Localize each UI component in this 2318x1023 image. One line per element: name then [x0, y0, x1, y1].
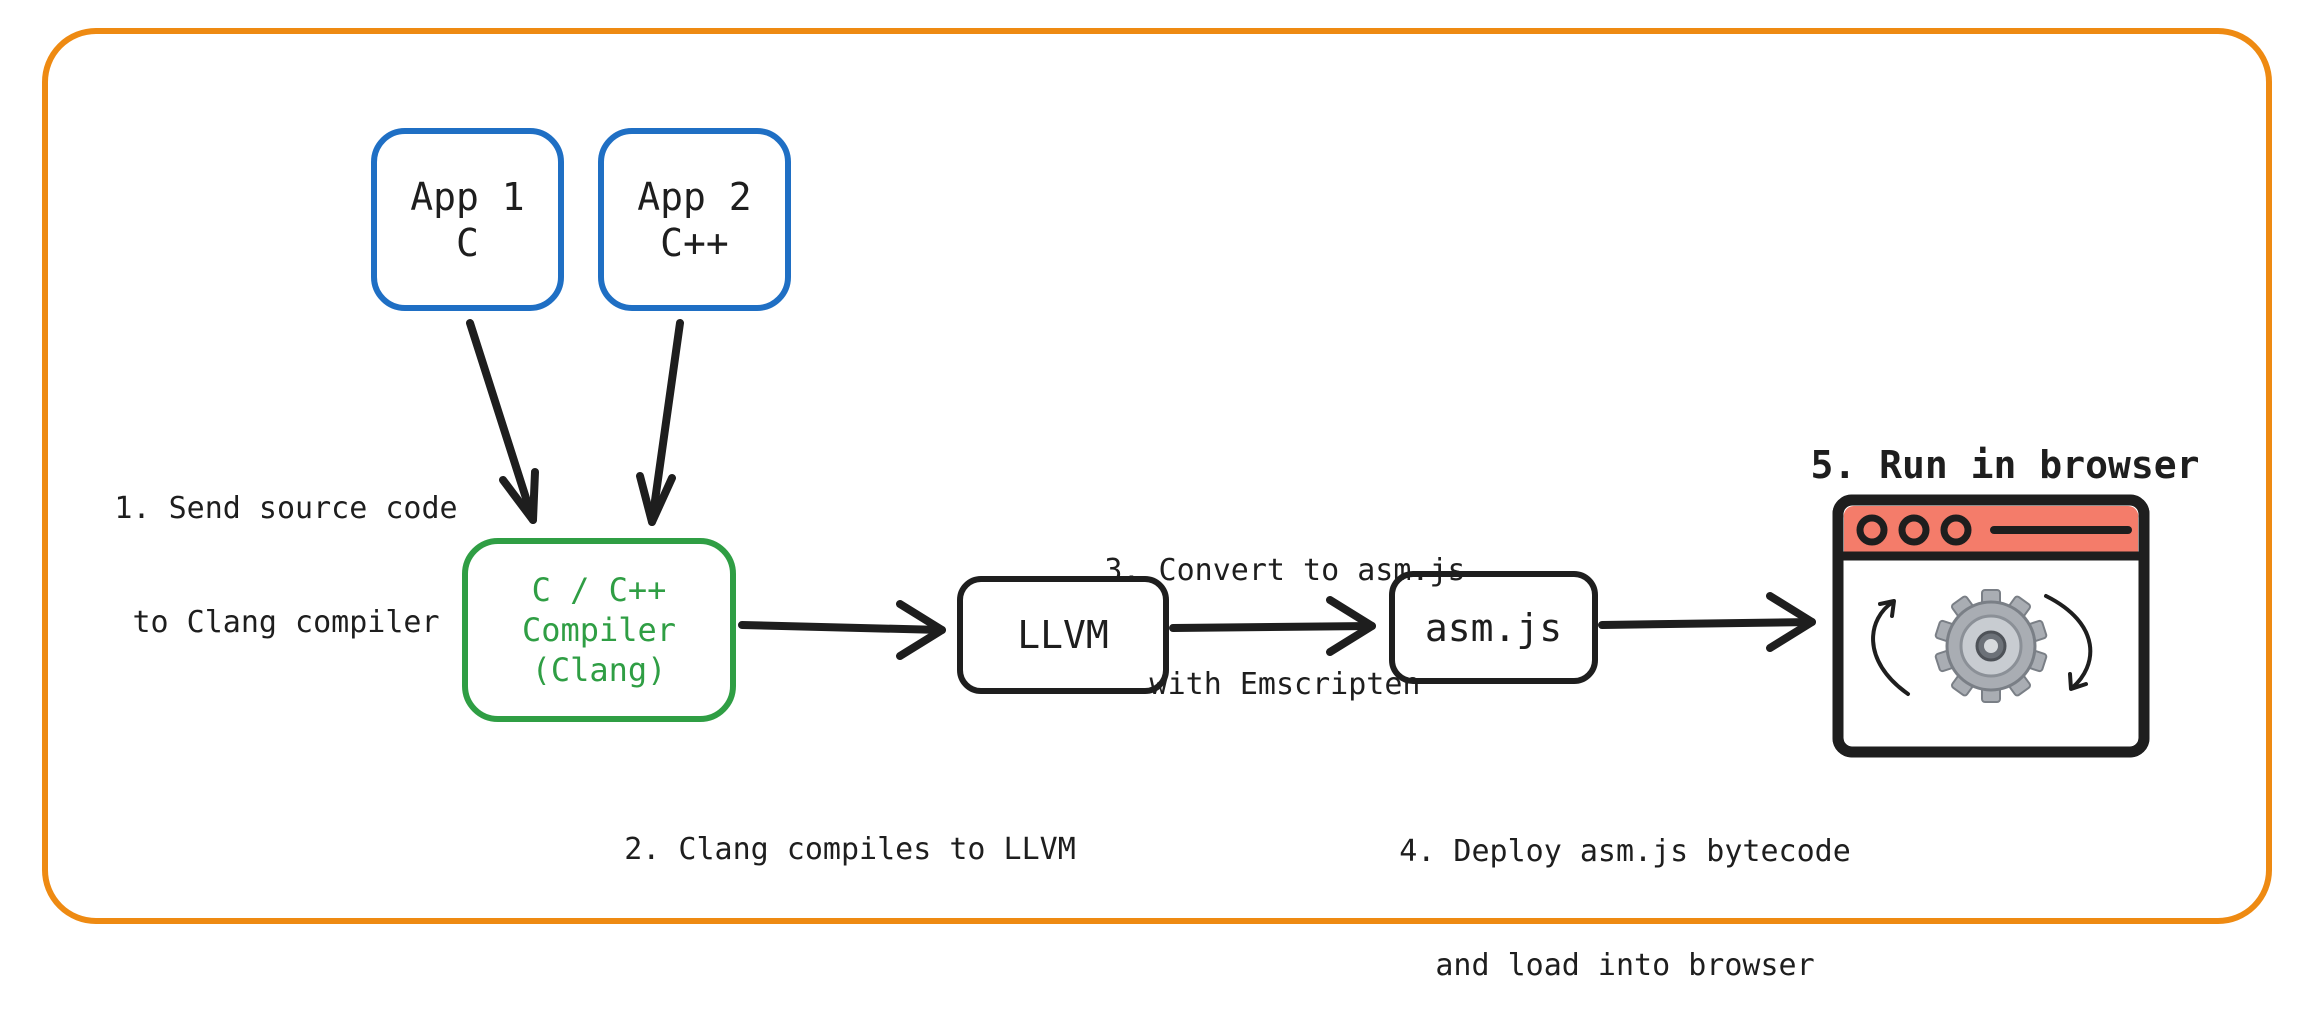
compiler-node: C / C++ Compiler (Clang)	[462, 538, 736, 722]
llvm-node: LLVM	[957, 576, 1169, 694]
step5-label: 5. Run in browser	[1790, 370, 2220, 522]
step4-line1: 4. Deploy asm.js bytecode	[1399, 834, 1851, 869]
rotate-arrow-left-icon	[1871, 600, 1910, 696]
window-dot-icon	[1940, 514, 1972, 546]
app1-language: C	[456, 220, 479, 265]
compiler-name: (Clang)	[531, 651, 667, 689]
arrow-asmjs-to-browser	[1598, 592, 1816, 652]
asmjs-node: asm.js	[1389, 571, 1598, 684]
step1-line2: to Clang compiler	[132, 605, 440, 640]
step3-line1: 3. Convert to asm.js	[1104, 553, 1466, 588]
step5-line1: 5. Run in browser	[1810, 443, 2200, 487]
step2-line1: 2. Clang compiles to LLVM	[624, 832, 1076, 867]
step1-line1: 1. Send source code	[114, 491, 458, 526]
llvm-label: LLVM	[1017, 613, 1109, 657]
app2-name: App 2	[637, 174, 752, 219]
arrow-app2-to-compiler	[636, 319, 684, 526]
arrows-layer	[466, 319, 2150, 758]
app1-name: App 1	[410, 174, 525, 219]
app1-node: App 1 C	[371, 128, 564, 311]
step4-line2: and load into browser	[1435, 948, 1815, 983]
app2-node: App 2 C++	[598, 128, 791, 311]
arrow-llvm-to-asmjs	[1169, 596, 1376, 656]
gear-icon	[1934, 589, 2048, 703]
app2-language: C++	[660, 220, 729, 265]
compiler-subtitle: Compiler	[521, 611, 677, 649]
step3-line2: with Emscripten	[1149, 667, 1421, 702]
compiler-title: C / C++	[531, 571, 667, 609]
step1-label: 1. Send source code to Clang compiler	[100, 414, 472, 680]
asmjs-label: asm.js	[1424, 605, 1563, 650]
window-dot-icon	[1898, 514, 1930, 546]
window-dot-icon	[1856, 514, 1888, 546]
step2-label: 2. Clang compiles to LLVM	[600, 755, 1100, 907]
rotate-arrow-right-icon	[2044, 594, 2093, 690]
step4-label: 4. Deploy asm.js bytecode and load into …	[1380, 757, 1870, 1023]
diagram-frame	[42, 28, 2272, 924]
arrow-app1-to-compiler	[466, 319, 539, 524]
step3-label: 3. Convert to asm.js with Emscripten	[1075, 476, 1495, 742]
browser-window-icon	[1832, 494, 2150, 758]
arrow-compiler-to-llvm	[738, 600, 946, 660]
